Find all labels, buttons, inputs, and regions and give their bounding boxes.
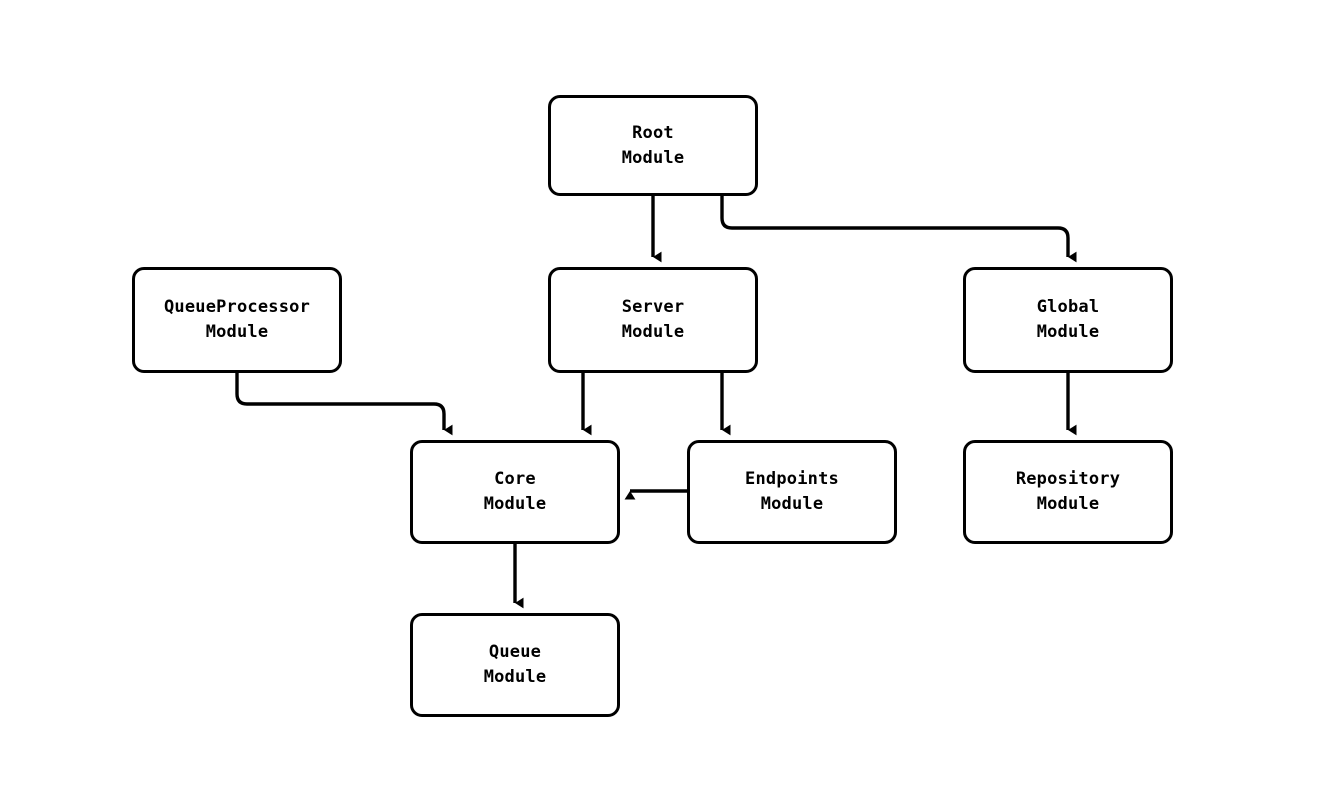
node-endpoints-module-label: Endpoints Module <box>745 469 839 514</box>
node-core-module[interactable]: Core Module <box>410 440 620 544</box>
edge-root-global <box>720 196 1077 263</box>
node-queue-module-label: Queue Module <box>483 642 547 687</box>
node-server-module-label: Server Module <box>621 297 685 342</box>
node-core-module-label: Core Module <box>483 469 547 514</box>
edge-queueprocessor-core <box>235 373 453 436</box>
node-global-module-label: Global Module <box>1036 297 1100 342</box>
node-queueprocessor-module-label: QueueProcessor Module <box>163 297 311 342</box>
node-queueprocessor-module[interactable]: QueueProcessor Module <box>132 267 342 373</box>
node-global-module[interactable]: Global Module <box>963 267 1173 373</box>
node-queue-module[interactable]: Queue Module <box>410 613 620 717</box>
node-repository-module-label: Repository Module <box>1015 469 1121 514</box>
node-repository-module[interactable]: Repository Module <box>963 440 1173 544</box>
node-server-module[interactable]: Server Module <box>548 267 758 373</box>
node-root-module-label: Root Module <box>621 122 685 168</box>
node-root-module[interactable]: Root Module <box>548 95 758 196</box>
node-endpoints-module[interactable]: Endpoints Module <box>687 440 897 544</box>
